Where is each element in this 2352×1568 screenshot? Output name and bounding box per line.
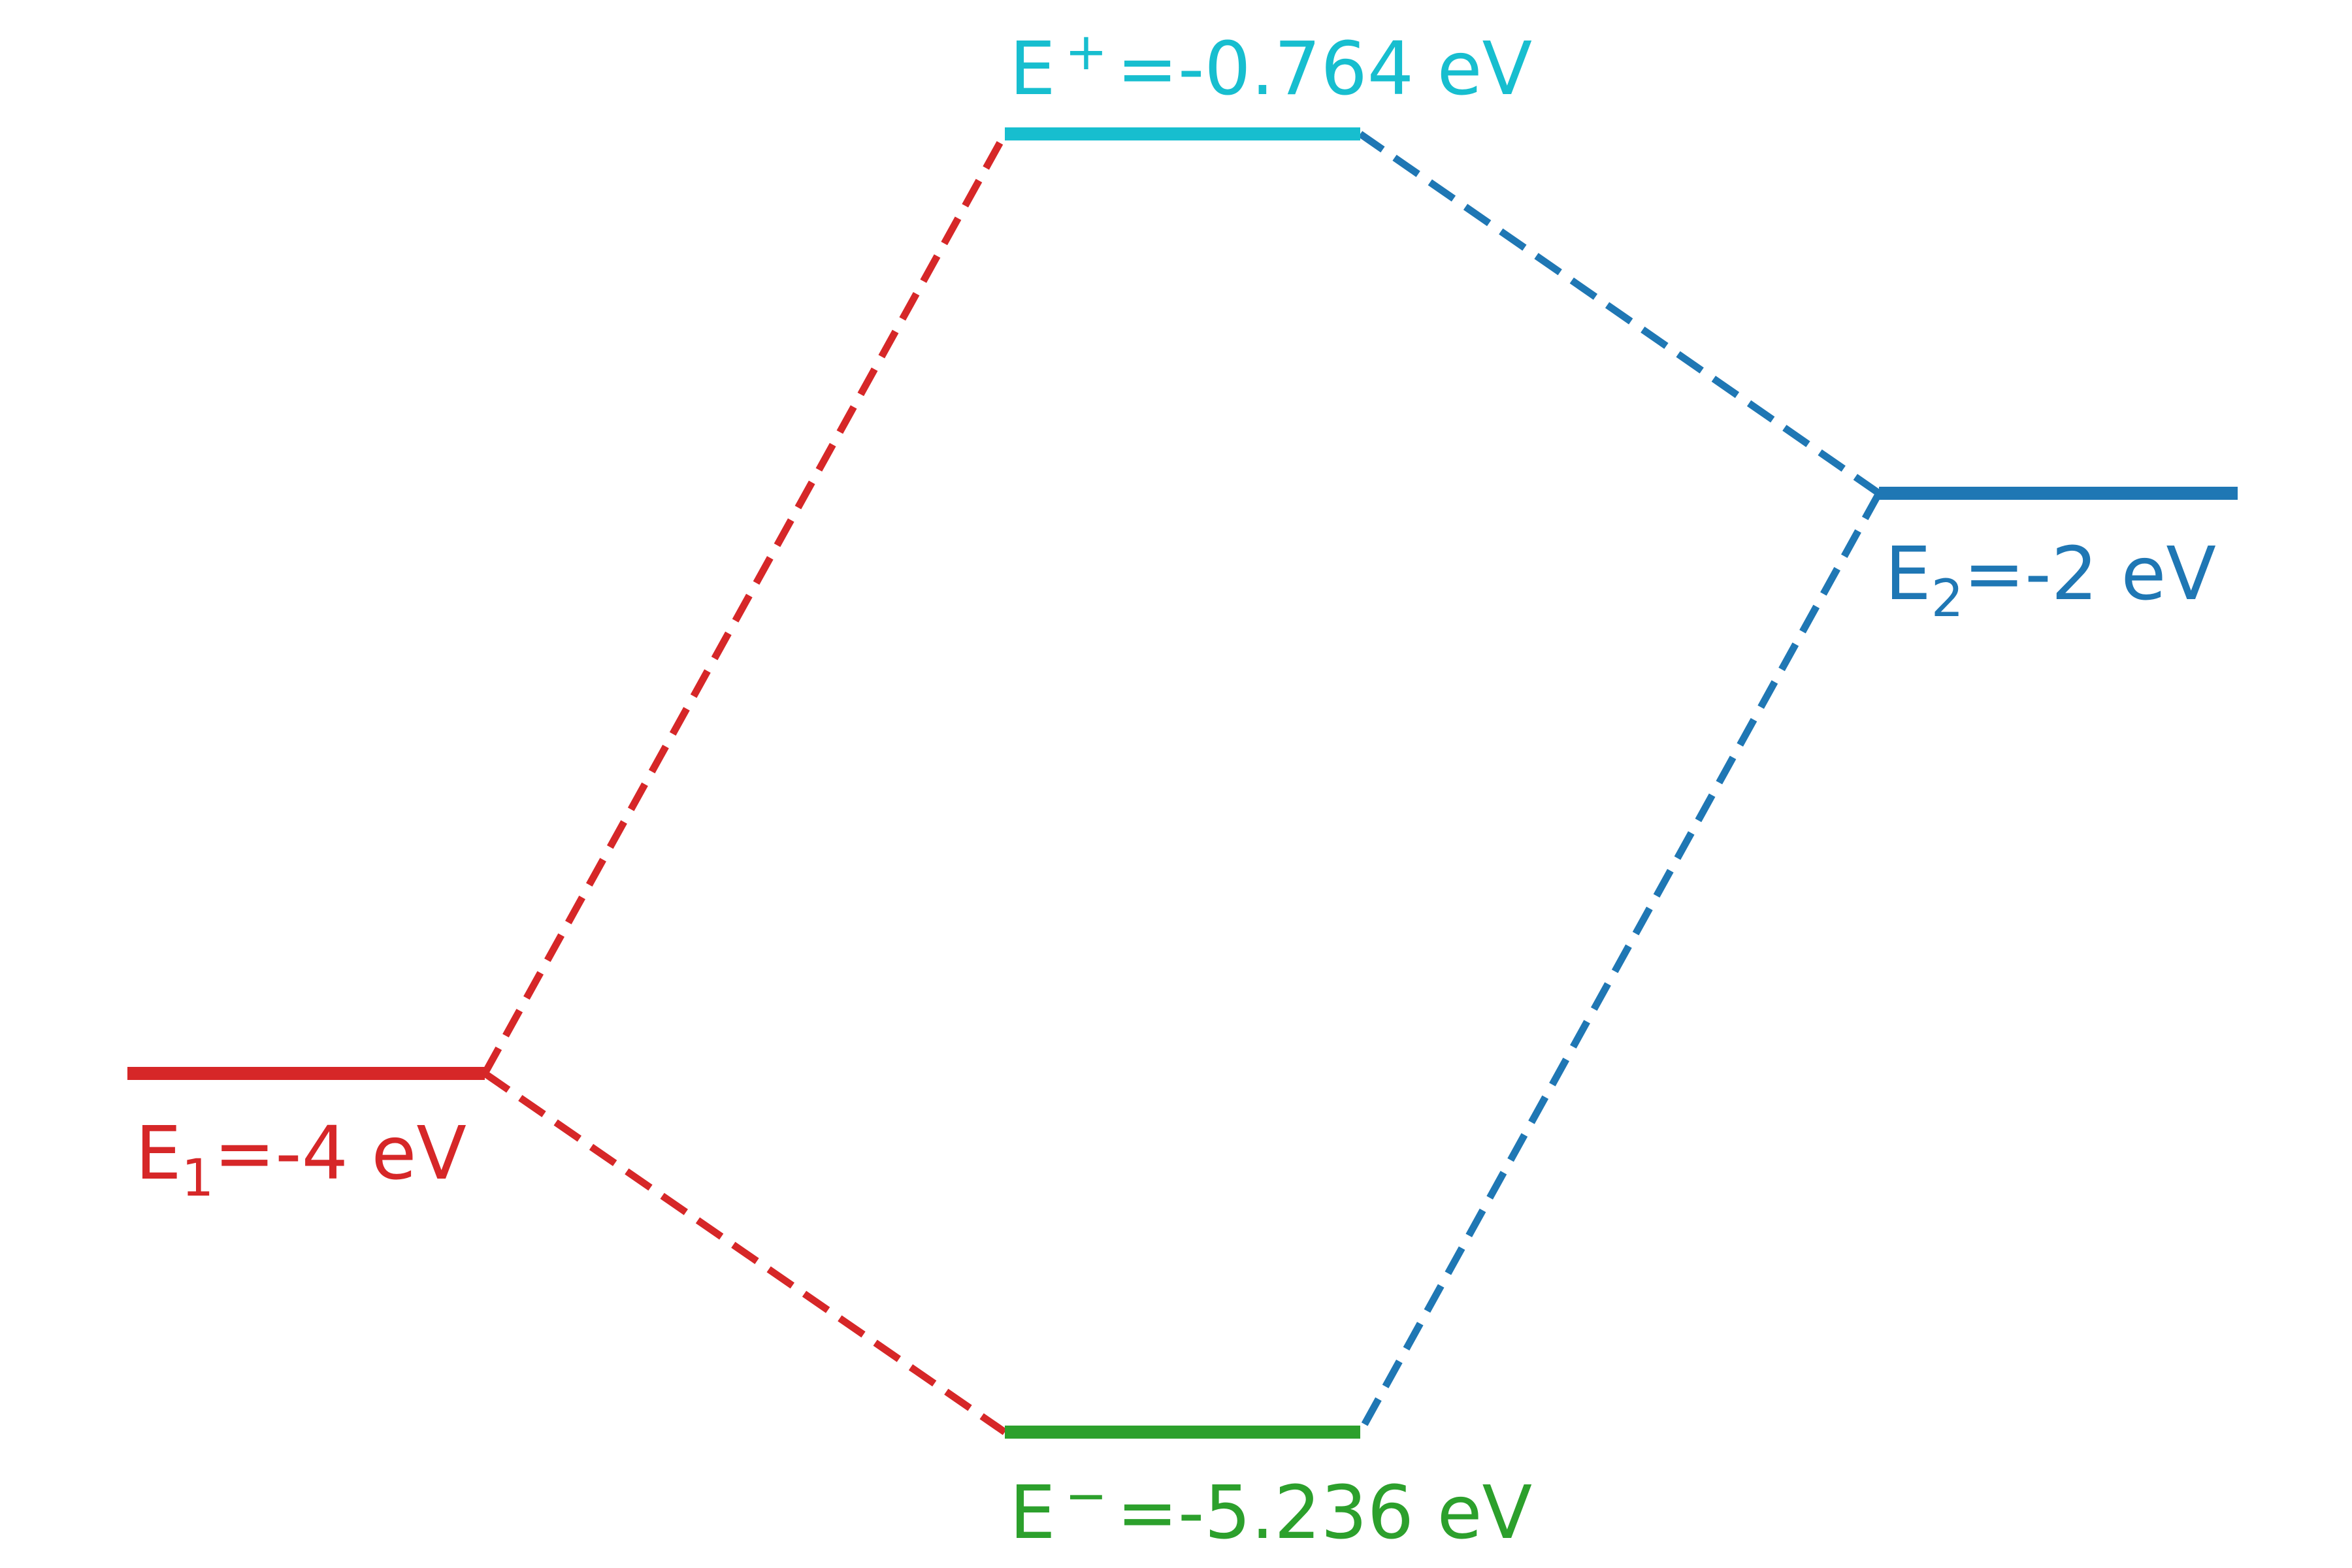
label-e-minus-superscript: −	[1064, 1467, 1108, 1526]
label-e1-symbol: E	[135, 1111, 182, 1196]
label-e-plus: E+=-0.764 eV	[1009, 27, 1532, 106]
connector-e1-to-e-plus	[482, 132, 1008, 1075]
label-e-minus-value: =-5.236 eV	[1117, 1471, 1533, 1556]
label-e-minus: E−=-5.236 eV	[1009, 1471, 1532, 1550]
label-e-plus-superscript: +	[1064, 23, 1108, 82]
connector-e1-to-e-minus	[482, 1070, 1007, 1435]
connector-e2-to-e-minus	[1357, 491, 1882, 1434]
label-e-minus-symbol: E	[1009, 1471, 1056, 1556]
label-e1-value: =-4 eV	[214, 1111, 467, 1196]
label-e2-value: =-2 eV	[1963, 532, 2217, 617]
label-e2-subscript: 2	[1931, 570, 1964, 629]
label-e2-symbol: E	[1885, 532, 1931, 617]
label-e-plus-value: =-0.764 eV	[1117, 27, 1533, 112]
label-e-plus-symbol: E	[1009, 27, 1056, 112]
label-e2: E2=-2 eV	[1885, 538, 2216, 625]
label-e1: E1=-4 eV	[135, 1117, 466, 1204]
label-e1-subscript: 1	[181, 1149, 214, 1208]
connector-e2-to-e-plus	[1358, 131, 1882, 497]
